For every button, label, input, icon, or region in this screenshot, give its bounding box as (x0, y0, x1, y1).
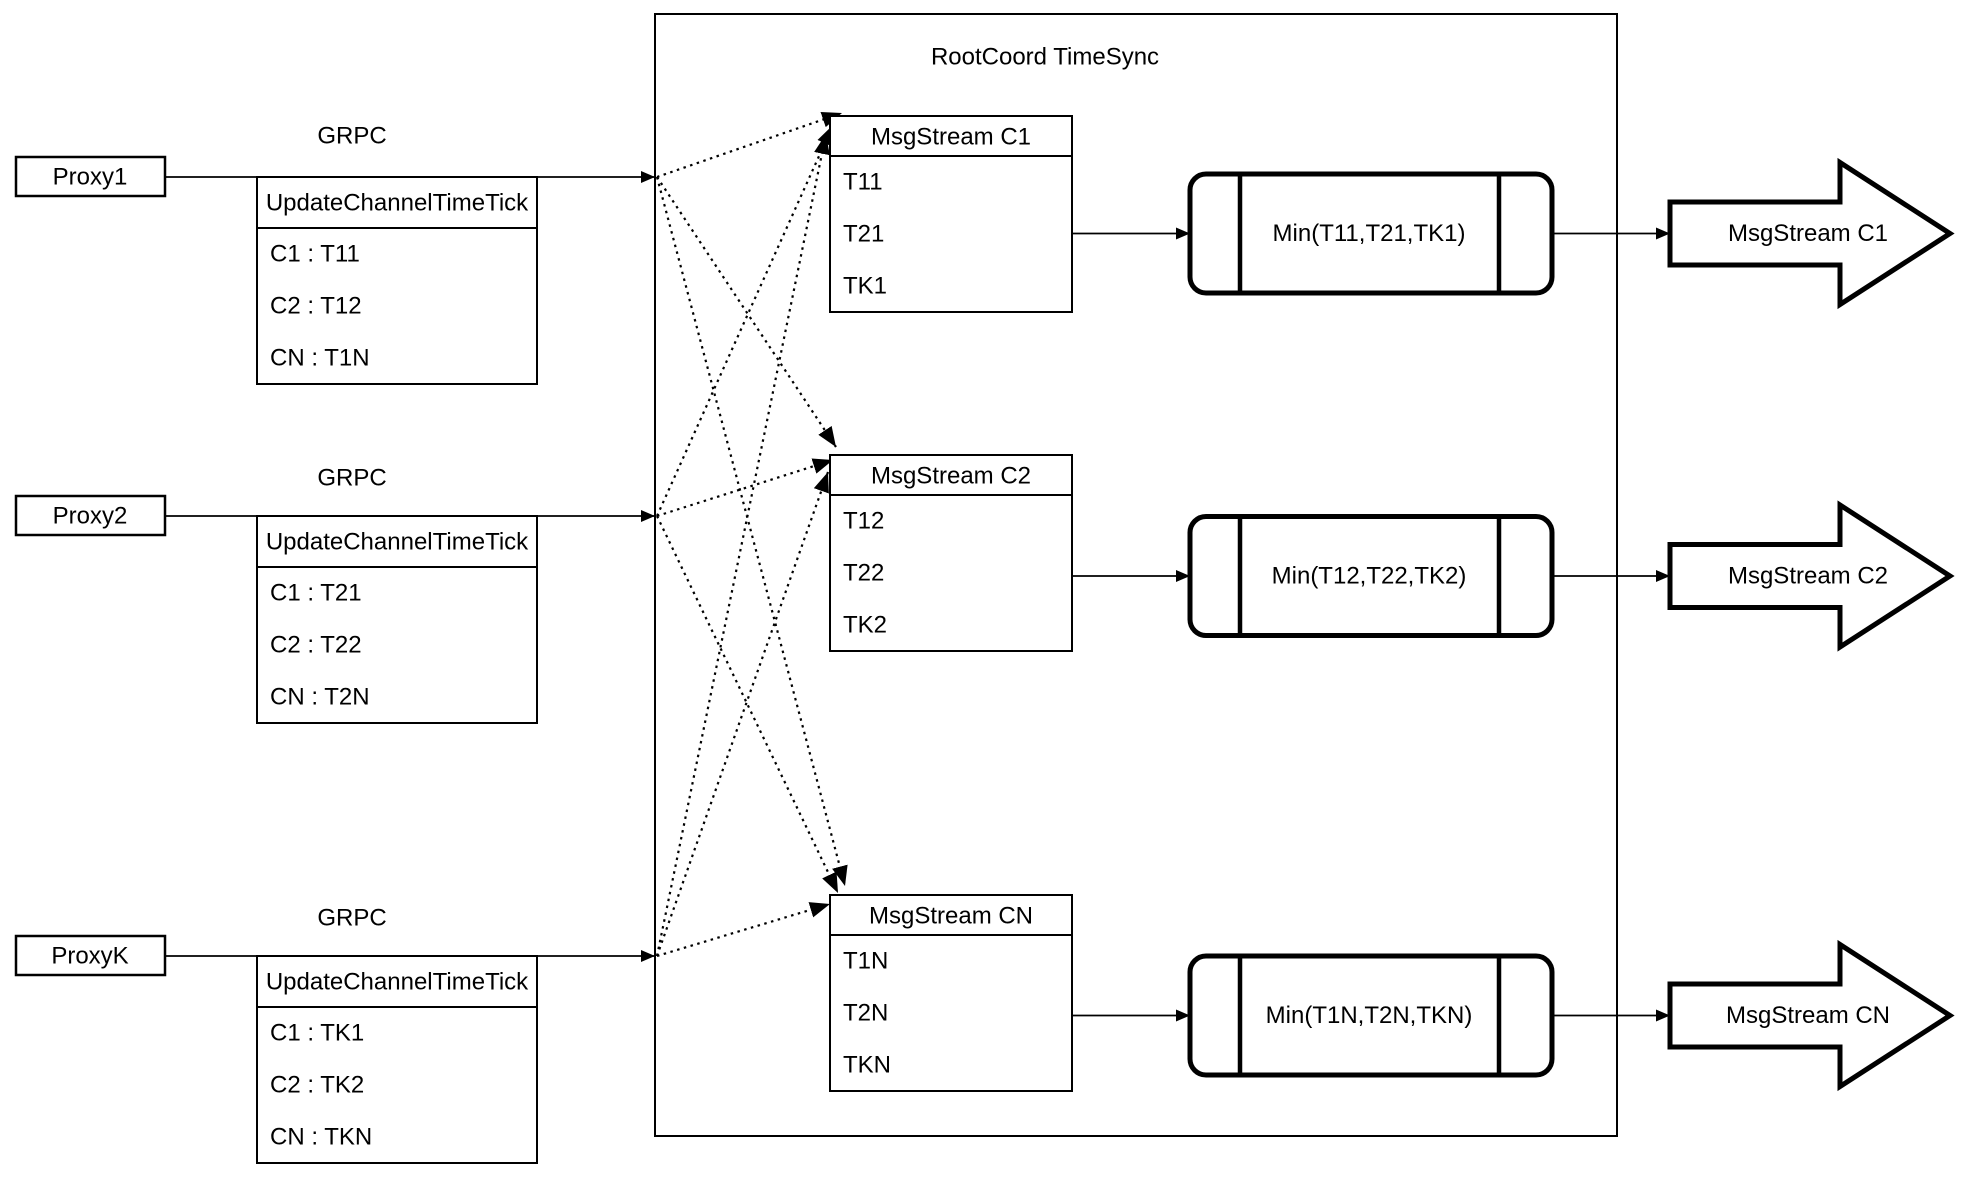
msgstream-c2-header: MsgStream C2 (871, 463, 1031, 490)
msgstream-cn-header: MsgStream CN (869, 903, 1033, 930)
output-arrow-c1 (1667, 157, 1955, 310)
dotted-arrow-p1-cn (655, 176, 848, 887)
output-arrow-c2 (1667, 500, 1955, 652)
proxyk-field-c2: C2 : TK2 (270, 1072, 364, 1099)
msgstream-cn-ts1: T1N (843, 948, 888, 975)
proxy1-grpc-label: GRPC (317, 123, 386, 150)
msgstream-c2-ts1: T12 (843, 508, 884, 535)
timetick-dispatch-arrows (655, 111, 848, 958)
msgstream-c1-ts1: T11 (843, 169, 883, 196)
rootcoord-timesync-title: RootCoord TimeSync (931, 44, 1159, 71)
proxy1-field-c1: C1 : T11 (270, 241, 360, 268)
proxyk-timetick-header: UpdateChannelTimeTick (266, 969, 529, 996)
proxyk-field-c1: C1 : TK1 (270, 1020, 364, 1047)
proxy1-box (14, 155, 167, 198)
stream-c1-group: MsgStream C1 T11 T21 TK1 Min(T11,T21,TK1… (829, 115, 1955, 313)
msgstream-c1-ts2: T21 (843, 221, 884, 248)
proxy2-field-c2: C2 : T22 (270, 632, 362, 659)
dotted-arrow-p1-c1 (656, 111, 843, 179)
proxy2-label: Proxy2 (53, 503, 128, 530)
proxy1-timetick-table (256, 176, 538, 385)
proxy1-label: Proxy1 (53, 164, 128, 191)
dotted-arrow-p1-c2 (656, 176, 837, 448)
proxy2-group: Proxy2 GRPC UpdateChannelTimeTick C1 : T… (14, 465, 655, 724)
msgstream-c2-ts3: TK2 (843, 612, 887, 639)
output-arrow-c1-label: MsgStream C1 (1728, 220, 1888, 247)
proxyk-label: ProxyK (51, 943, 128, 970)
proxy2-grpc-label: GRPC (317, 465, 386, 492)
stream-c2-group: MsgStream C2 T12 T22 TK2 Min(T12,T22,TK2… (829, 454, 1955, 652)
output-arrow-c2-label: MsgStream C2 (1728, 563, 1888, 590)
output-arrow-cn (1667, 939, 1955, 1092)
dotted-arrow-pk-c2 (655, 471, 830, 957)
msgstream-c2-ts2: T22 (843, 560, 884, 587)
msgstream-c1-header: MsgStream C1 (871, 124, 1031, 151)
output-arrow-cn-label: MsgStream CN (1726, 1002, 1890, 1029)
stream-cn-group: MsgStream CN T1N T2N TKN Min(T1N,T2N,TKN… (829, 894, 1955, 1092)
msgstream-cn-ts2: T2N (843, 1000, 888, 1027)
proxy2-field-c1: C1 : T21 (270, 580, 362, 607)
msgstream-c1-ts3: TK1 (843, 273, 887, 300)
proxy1-timetick-header: UpdateChannelTimeTick (266, 190, 529, 217)
min-c1-label: Min(T11,T21,TK1) (1273, 220, 1466, 247)
proxy2-timetick-table (256, 515, 538, 724)
msgstream-c1-table (829, 115, 1073, 313)
proxy1-group: Proxy1 GRPC UpdateChannelTimeTick C1 : T… (14, 123, 655, 385)
proxy2-timetick-header: UpdateChannelTimeTick (266, 529, 529, 556)
proxy1-field-c2: C2 : T12 (270, 293, 362, 320)
proxyk-timetick-table (256, 955, 538, 1164)
proxy2-field-cn: CN : T2N (270, 684, 370, 711)
dotted-arrow-pk-cn (656, 902, 831, 958)
msgstream-cn-ts3: TKN (843, 1052, 891, 1079)
msgstream-c2-table (829, 454, 1073, 652)
proxyk-field-cn: CN : TKN (270, 1124, 372, 1151)
proxyk-box (14, 934, 167, 977)
min-cn-label: Min(T1N,T2N,TKN) (1266, 1002, 1473, 1029)
proxy1-field-cn: CN : T1N (270, 345, 370, 372)
msgstream-cn-table (829, 894, 1073, 1092)
dotted-arrow-p2-c1 (655, 124, 835, 517)
min-c2-label: Min(T12,T22,TK2) (1272, 563, 1467, 590)
proxyk-grpc-label: GRPC (317, 905, 386, 932)
proxyk-group: ProxyK GRPC UpdateChannelTimeTick C1 : T… (14, 905, 655, 1164)
dotted-arrow-p2-c2 (656, 458, 834, 518)
